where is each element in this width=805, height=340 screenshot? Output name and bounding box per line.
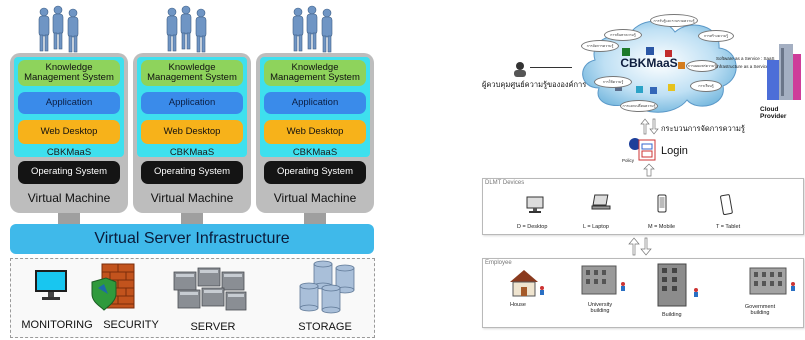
- image-icon: [636, 86, 643, 93]
- cbkmaas-label: CBKMaaS: [292, 146, 338, 158]
- government-building-label: Government building: [744, 304, 776, 316]
- web-desktop-layer: Web Desktop: [141, 120, 243, 144]
- server-icon: [173, 267, 247, 311]
- admin-user-icon: [514, 62, 526, 77]
- browser-icon: [650, 87, 657, 94]
- operating-system-layer: Operating System: [18, 161, 120, 184]
- login-label: Login: [661, 145, 688, 157]
- monitoring-label: MONITORING: [21, 319, 93, 331]
- mobile-icon: [657, 194, 667, 213]
- devices-panel: [482, 178, 804, 235]
- process-bubble: การใช้ความรู้: [594, 76, 632, 88]
- laptop-label: L = Laptop: [583, 224, 609, 230]
- desktop-label: D = Desktop: [517, 224, 548, 230]
- tablet-label: T = Tablet: [716, 224, 741, 230]
- connector: [181, 213, 203, 225]
- virtual-machine-label: Virtual Machine: [273, 191, 357, 205]
- user-group-icon: [38, 5, 79, 53]
- virtual-machine-label: Virtual Machine: [27, 191, 111, 205]
- devices-title: DLMT Devices: [485, 180, 525, 186]
- process-bubble: การแลกเปลี่ยนความรู้: [620, 100, 658, 112]
- km-process-label: กระบวนการจัดการความรู้: [661, 124, 745, 133]
- building-icon: [657, 263, 698, 307]
- connector: [58, 213, 80, 225]
- monitor-icon: [35, 270, 67, 300]
- up-down-arrow-icon: [640, 118, 659, 135]
- word-icon: [646, 47, 654, 55]
- user-group-icon: [166, 5, 207, 53]
- security-label: SECURITY: [103, 319, 159, 331]
- excel-icon: [622, 48, 630, 56]
- storage-label: STORAGE: [298, 321, 352, 333]
- virtual-server-infrastructure-bar: Virtual Server Infrastructure: [10, 224, 374, 254]
- connector-line: [530, 67, 572, 68]
- tablet-icon: [720, 194, 733, 215]
- policy-login-icon: [629, 138, 656, 161]
- cloud-provider-building-icon: [767, 44, 801, 100]
- knowledge-management-layer: Knowledge Management System: [264, 60, 366, 86]
- up-down-arrow-icon: [628, 237, 652, 256]
- application-layer: Application: [264, 92, 366, 114]
- acrobat-icon: [665, 50, 672, 57]
- process-bubble: การรับรู้และรวบรวมความรู้: [650, 14, 698, 27]
- admin-label: ผู้ควบคุมศูนย์ความรู้ขององค์การ: [482, 80, 587, 89]
- cbkmaas-label: CBKMaaS: [46, 146, 92, 158]
- house-icon: [510, 270, 544, 297]
- process-bubble: การจัดการความรู้: [581, 40, 619, 52]
- virtual-machine-label: Virtual Machine: [150, 191, 234, 205]
- cloud-provider-label: Cloud Provider: [760, 106, 787, 120]
- storage-icon: [299, 260, 355, 314]
- university-label: University building: [587, 302, 613, 314]
- application-layer: Application: [141, 92, 243, 114]
- cbkmaas-label: CBKMaaS: [169, 146, 215, 158]
- knowledge-management-layer: Knowledge Management System: [141, 60, 243, 86]
- server-label: SERVER: [190, 321, 236, 333]
- university-icon: [581, 265, 625, 295]
- web-desktop-layer: Web Desktop: [18, 120, 120, 144]
- process-bubble: การเผยแพร่ความรู้: [686, 60, 718, 72]
- user-group-icon: [292, 5, 333, 53]
- iaas-label: Infrastructure as a Service : IaaS: [716, 64, 782, 69]
- mobile-label: M = Mobile: [648, 224, 676, 230]
- up-arrow-icon: [643, 163, 655, 177]
- house-label: House: [510, 302, 526, 308]
- employee-title: Employee: [485, 260, 512, 266]
- government-building-icon: [749, 267, 795, 295]
- laptop-icon: [591, 194, 611, 210]
- folder-icon: [668, 84, 675, 91]
- building-label: Building: [662, 312, 682, 318]
- application-layer: Application: [18, 92, 120, 114]
- firewall-icon: [91, 263, 135, 311]
- connector: [304, 213, 326, 225]
- process-bubble: การสร้างความรู้: [698, 30, 734, 42]
- desktop-icon: [526, 196, 544, 213]
- saas-label: Software as a Service : SaaS: [716, 56, 775, 61]
- knowledge-management-layer: Knowledge Management System: [18, 60, 120, 86]
- web-desktop-layer: Web Desktop: [264, 120, 366, 144]
- media-icon: [678, 62, 685, 69]
- operating-system-layer: Operating System: [264, 161, 366, 184]
- operating-system-layer: Operating System: [141, 161, 243, 184]
- cloud-label: CBKMaaS: [620, 56, 678, 70]
- process-bubble: การค้นหาความรู้: [604, 29, 642, 41]
- process-bubble: การเรียนรู้: [690, 80, 722, 92]
- policy-label: Policy: [622, 158, 635, 163]
